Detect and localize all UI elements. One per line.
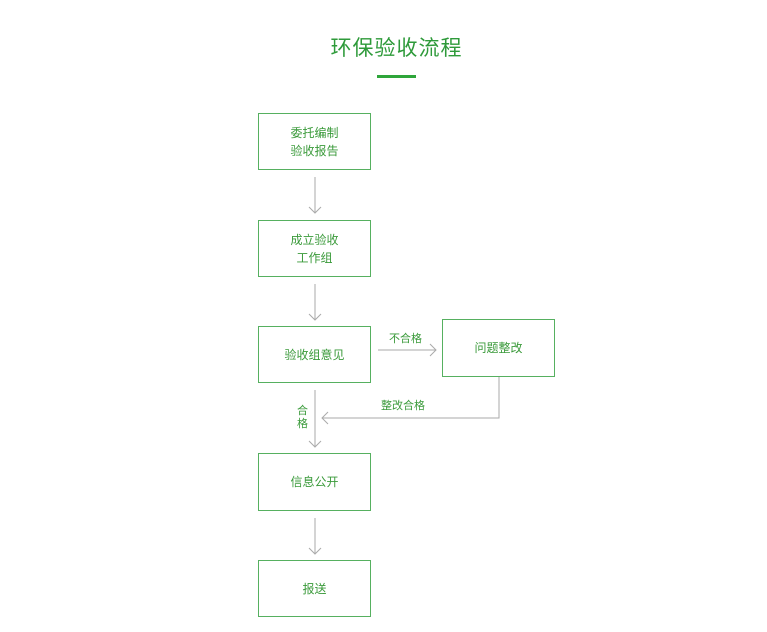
label-fixed: 整改合格 — [381, 399, 425, 412]
step-text: 验收组意见 — [284, 347, 345, 362]
step-submit: 报送 — [258, 560, 371, 617]
step-commission-report: 委托编制验收报告 — [258, 113, 371, 170]
arrow-fixed — [321, 377, 500, 425]
label-fail: 不合格 — [389, 332, 422, 345]
step-publish: 信息公开 — [258, 453, 371, 511]
step-text: 工作组 — [296, 250, 333, 265]
step-text: 报送 — [302, 581, 327, 596]
step-text: 验收报告 — [290, 143, 339, 158]
arrow-pass — [308, 390, 322, 448]
step-text: 信息公开 — [290, 475, 339, 489]
arrow-4 — [308, 518, 322, 555]
page-title: 环保验收流程 — [330, 36, 463, 60]
title-underline — [377, 75, 416, 78]
arrow-2 — [308, 284, 322, 321]
step-form-team: 成立验收工作组 — [258, 220, 371, 277]
step-rectify: 问题整改 — [442, 319, 555, 377]
step-text: 问题整改 — [474, 341, 523, 355]
arrow-fail — [378, 343, 437, 357]
step-text: 成立验收 — [290, 232, 339, 247]
step-team-opinion: 验收组意见 — [258, 326, 371, 383]
step-text: 委托编制 — [290, 125, 339, 140]
arrow-1 — [308, 177, 322, 214]
label-pass-2: 格 — [297, 417, 308, 430]
label-pass-1: 合 — [297, 404, 308, 417]
